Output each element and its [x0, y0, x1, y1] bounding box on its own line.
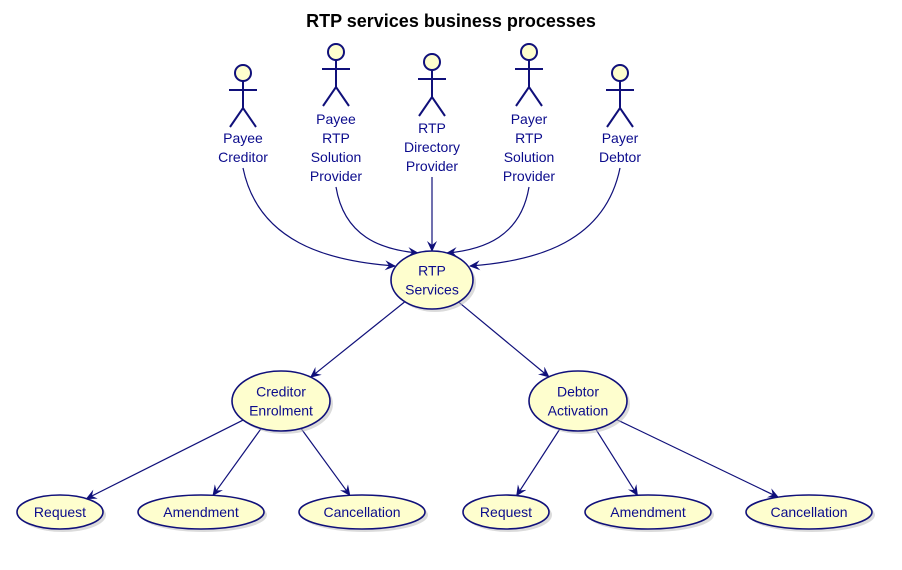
use-case-label-line: Services	[405, 282, 459, 298]
use-case-label: Cancellation	[770, 504, 847, 520]
actor-label-line: Directory	[404, 139, 460, 155]
use-case-creditor-request: Request	[16, 494, 106, 532]
actor-head	[234, 64, 252, 82]
use-case-ellipse	[462, 494, 550, 530]
use-case-ellipse	[231, 370, 331, 432]
actor-legs	[229, 106, 257, 128]
actor-head	[611, 64, 629, 82]
use-case-creditor-amendment: Amendment	[137, 494, 267, 532]
relation-debtor-activation-to-debtor-cancellation	[616, 418, 780, 498]
actor-legs	[606, 106, 634, 128]
actor-label-line: Provider	[503, 168, 555, 184]
relation-payee-rtp-solution-provider-to-rtp-services	[335, 186, 419, 258]
actor-stick-figure-icon	[515, 43, 543, 107]
use-case-label-line: Cancellation	[323, 504, 400, 520]
use-case-label-line: Request	[34, 504, 86, 520]
actor-stick-figure-icon	[418, 53, 446, 117]
actor-head	[327, 43, 345, 61]
use-case-rtp-services: RTP Services	[390, 250, 476, 312]
use-case-label-line: Amendment	[163, 504, 239, 520]
actor-label-line: Payee	[223, 130, 263, 146]
actor-stick-figure-icon	[322, 43, 350, 107]
use-case-ellipse	[528, 370, 628, 432]
relation-debtor-activation-to-debtor-amendment	[595, 428, 638, 497]
use-case-creditor-cancellation: Cancellation	[298, 494, 428, 532]
actor-label-line: Solution	[311, 149, 362, 165]
use-case-ellipse	[745, 494, 873, 530]
actor-head	[423, 53, 441, 71]
relation-creditor-enrolment-to-creditor-request	[85, 419, 244, 500]
use-case-ellipse	[137, 494, 265, 530]
use-case-debtor-cancellation: Cancellation	[745, 494, 875, 532]
diagram-title: RTP services business processes	[306, 11, 596, 31]
actor-label-line: Provider	[310, 168, 362, 184]
actor-label-line: Payer	[602, 130, 639, 146]
relation-creditor-enrolment-to-creditor-amendment	[212, 428, 262, 497]
use-case-label: Cancellation	[323, 504, 400, 520]
use-case-label-line: Amendment	[610, 504, 686, 520]
use-case-label: Amendment	[610, 504, 686, 520]
use-case-label: Amendment	[163, 504, 239, 520]
use-case-ellipse	[390, 250, 474, 310]
actor-label-line: Provider	[406, 158, 458, 174]
actor-label-line: Payer	[511, 111, 548, 127]
actor-label-line: RTP	[322, 130, 350, 146]
relation-creditor-enrolment-to-creditor-cancellation	[300, 428, 351, 497]
use-case-debtor-request: Request	[462, 494, 552, 532]
use-case-label-line: Cancellation	[770, 504, 847, 520]
relation-rtp-services-to-creditor-enrolment	[309, 301, 406, 378]
use-case-ellipse	[298, 494, 426, 530]
use-case-label-line: Enrolment	[249, 403, 313, 419]
use-case-label-line: Activation	[548, 403, 609, 419]
use-case-ellipse	[584, 494, 712, 530]
actor-label-line: Solution	[504, 149, 555, 165]
actor-head	[520, 43, 538, 61]
relation-debtor-activation-to-debtor-request	[516, 428, 561, 497]
use-case-label: Request	[480, 504, 532, 520]
actor-stick-figure-icon	[606, 64, 634, 128]
actor-legs	[515, 85, 543, 107]
relation-rtp-services-to-debtor-activation	[458, 301, 550, 378]
use-case-label: RTP Services	[405, 263, 459, 298]
relations-layer	[85, 167, 780, 500]
use-case-label: Request	[34, 504, 86, 520]
actor-label-line: RTP	[515, 130, 543, 146]
actor-label-line: Payee	[316, 111, 356, 127]
relation-payer-rtp-solution-provider-to-rtp-services	[446, 186, 530, 258]
relation-payee-creditor-to-rtp-services	[242, 167, 396, 271]
use-case-label-line: RTP	[418, 263, 446, 279]
actor-legs	[322, 85, 350, 107]
use-case-label-line: Debtor	[557, 384, 599, 400]
actor-label-line: Debtor	[599, 149, 641, 165]
use-case-debtor-amendment: Amendment	[584, 494, 714, 532]
actor-label-line: RTP	[418, 120, 446, 136]
use-case-label-line: Creditor	[256, 384, 306, 400]
actor-label-line: Creditor	[218, 149, 268, 165]
use-case-label-line: Request	[480, 504, 532, 520]
relation-payer-debtor-to-rtp-services	[469, 167, 621, 271]
actor-stick-figure-icon	[229, 64, 257, 128]
actor-legs	[418, 95, 446, 117]
use-case-ellipse	[16, 494, 104, 530]
